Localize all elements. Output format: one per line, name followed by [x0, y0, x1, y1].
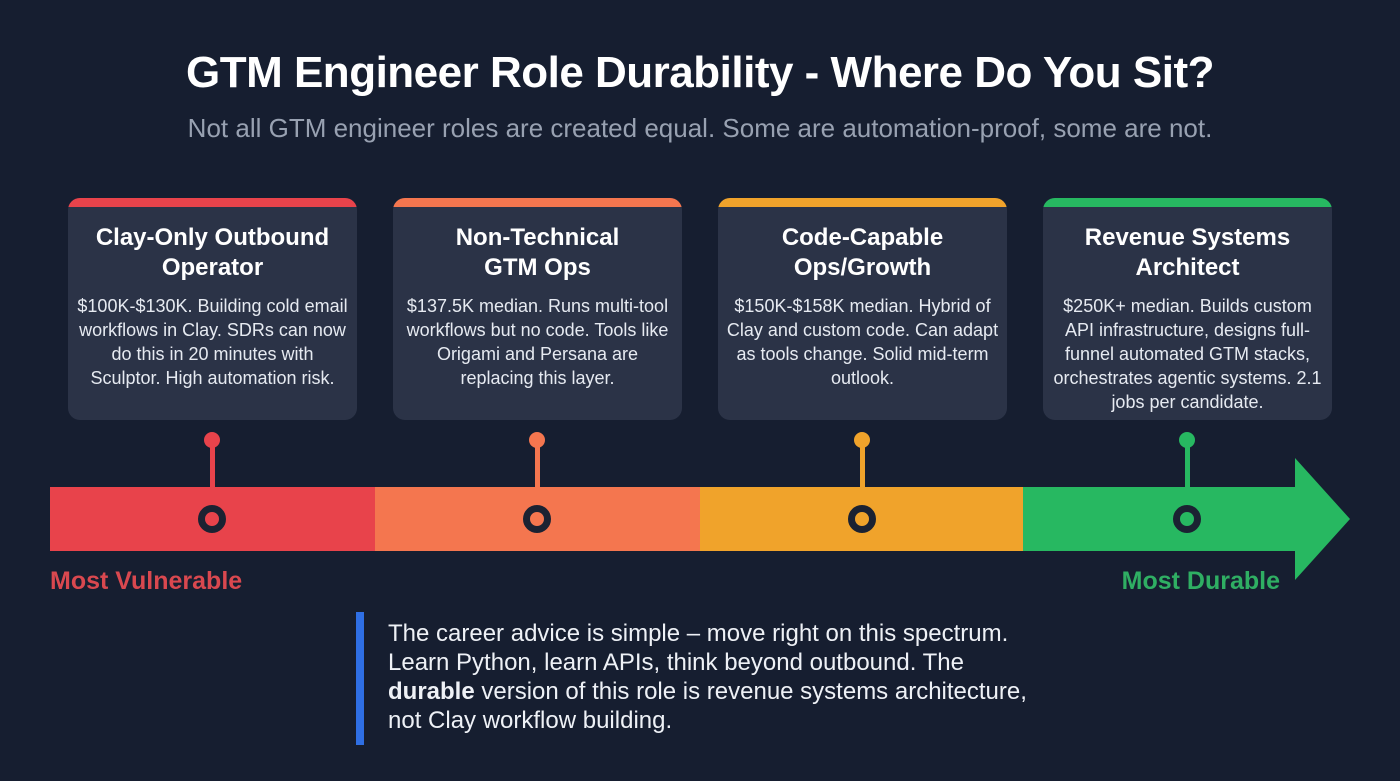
card-accent-strip [1043, 198, 1332, 207]
quote-line-rest: version of this role is revenue systems … [474, 678, 1027, 705]
quote-line: not Clay workflow building. [388, 707, 673, 734]
card-title-line: Code-Capable [781, 224, 944, 251]
connector-pin-dot [204, 432, 220, 448]
card-title: Code-Capable Ops/Growth [718, 223, 1007, 283]
segment-marker-icon [523, 505, 551, 533]
segment-marker-icon [848, 505, 876, 533]
page-subtitle: Not all GTM engineer roles are created e… [187, 113, 1213, 143]
card-title: Revenue Systems Architect [1043, 223, 1332, 283]
connector-pin-stem [860, 446, 865, 488]
segment-marker-icon [198, 505, 226, 533]
card-title-line: Ops/Growth [793, 254, 932, 281]
connector-pin-dot [529, 432, 545, 448]
card-title: Clay-Only Outbound Operator [68, 223, 357, 283]
role-card-code-capable-ops-growth: Code-Capable Ops/Growth $150K-$158K medi… [718, 198, 1007, 420]
card-description: $250K+ median. Builds custom API infrast… [1053, 296, 1322, 412]
quote-line: The career advice is simple – move right… [388, 620, 1009, 647]
card-description: $150K-$158K median. Hybrid of Clay and c… [726, 296, 999, 388]
role-card-non-technical-gtm-ops: Non-Technical GTM Ops $137.5K median. Ru… [393, 198, 682, 420]
quote-line: Learn Python, learn APIs, think beyond o… [388, 649, 964, 676]
card-title: Non-Technical GTM Ops [393, 223, 682, 283]
card-title-line: Architect [1135, 254, 1240, 281]
card-title-line: Non-Technical [455, 224, 620, 251]
quote-bold-word: durable [388, 678, 475, 705]
spectrum-segment-durable [1023, 487, 1295, 551]
card-title-line: Revenue Systems [1084, 224, 1291, 251]
card-accent-strip [68, 198, 357, 207]
connector-pin-dot [1179, 432, 1195, 448]
connector-pin-stem [210, 446, 215, 488]
quote-line: durable version of this role is revenue … [388, 677, 1027, 706]
segment-marker-icon [1173, 505, 1201, 533]
label-most-durable: Most Durable [1121, 567, 1280, 595]
role-card-revenue-systems-architect: Revenue Systems Architect $250K+ median.… [1043, 198, 1332, 420]
card-description: $100K-$130K. Building cold email workflo… [77, 296, 348, 388]
card-description: $137.5K median. Runs multi-tool workflow… [406, 296, 669, 388]
arrow-head-icon [1295, 458, 1350, 580]
connector-pin-dot [854, 432, 870, 448]
card-title-line: GTM Ops [484, 254, 591, 281]
quote-accent-bar [356, 612, 364, 745]
card-title-line: Clay-Only Outbound [95, 224, 330, 251]
connector-pin-stem [535, 446, 540, 488]
card-accent-strip [393, 198, 682, 207]
page-title: GTM Engineer Role Durability - Where Do … [185, 48, 1215, 97]
role-card-clay-only-outbound-operator: Clay-Only Outbound Operator $100K-$130K.… [68, 198, 357, 420]
label-most-vulnerable: Most Vulnerable [50, 567, 243, 595]
card-title-line: Operator [161, 254, 264, 281]
career-advice-quote: The career advice is simple – move right… [388, 619, 1027, 735]
connector-pin-stem [1185, 446, 1190, 488]
card-accent-strip [718, 198, 1007, 207]
